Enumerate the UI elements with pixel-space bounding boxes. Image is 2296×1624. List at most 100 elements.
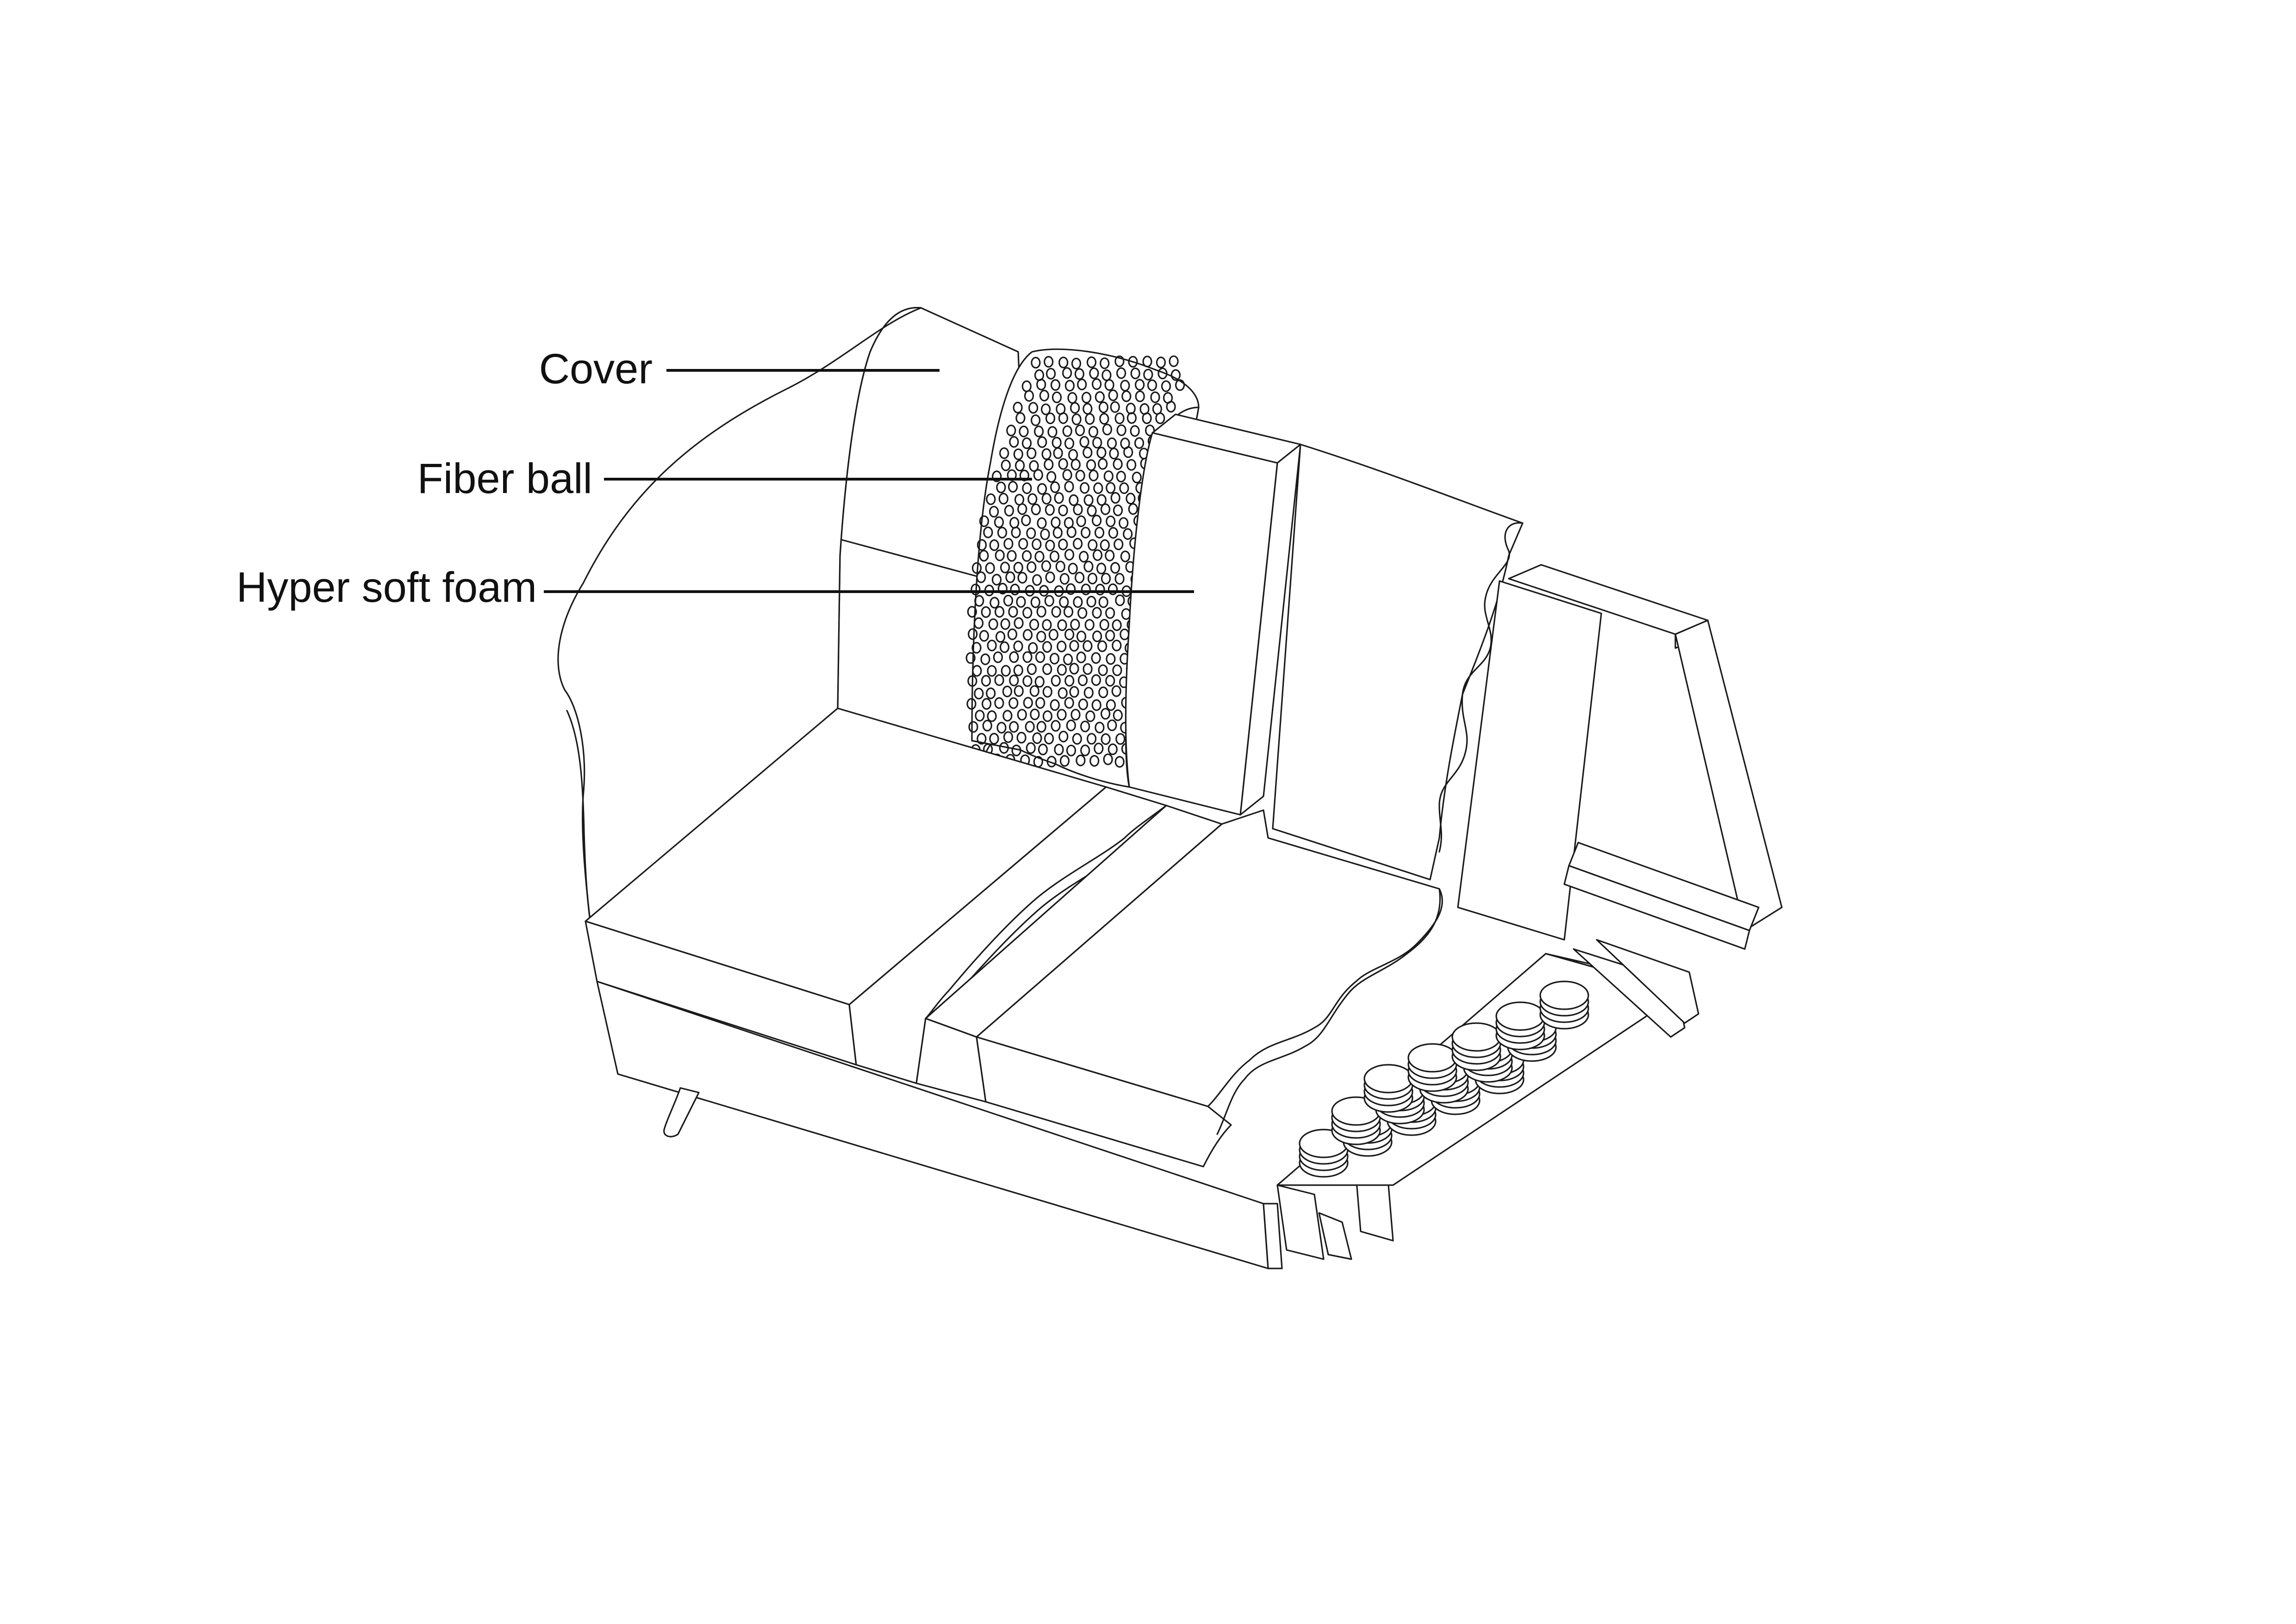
fiber-dot — [1085, 413, 1095, 425]
fiber-dot — [1089, 469, 1099, 481]
fiber-dot — [1111, 685, 1121, 697]
fiber-dot — [979, 550, 989, 562]
fiber-dot — [1015, 459, 1025, 472]
fiber-dot — [1031, 414, 1041, 426]
fiber-dot — [1112, 619, 1122, 631]
fiber-dot — [1050, 481, 1060, 493]
fiber-dot — [1091, 699, 1101, 711]
fiber-dot — [1086, 356, 1097, 369]
fiber-dot — [1041, 560, 1052, 572]
fiber-dot — [1105, 607, 1115, 619]
fiber-dot — [991, 574, 1002, 586]
fiber-dot — [1089, 755, 1100, 767]
fiber-dot — [989, 732, 999, 745]
fiber-dot — [994, 674, 1004, 686]
fiber-dot — [1066, 719, 1076, 731]
fiber-dot — [994, 516, 1004, 528]
fiber-dot — [996, 481, 1006, 493]
fiber-dot — [1083, 687, 1094, 699]
fiber-dot — [1062, 367, 1072, 379]
fiber-dot — [1110, 401, 1120, 413]
fiber-dot — [1036, 631, 1046, 643]
fiber-dot — [1103, 470, 1114, 482]
fiber-dot — [1076, 651, 1086, 663]
fiber-dot — [1087, 573, 1098, 585]
fiber-dot — [1101, 733, 1111, 745]
fiber-dot — [1080, 744, 1090, 756]
fiber-dot — [1053, 447, 1063, 459]
fiber-dot — [967, 675, 977, 687]
fiber-dot — [1108, 743, 1118, 756]
fiber-dot — [1076, 515, 1086, 527]
fiber-dot — [1115, 594, 1125, 606]
fiber-dot — [1039, 389, 1049, 402]
fiber-dot — [1100, 357, 1110, 369]
fiber-dot — [1076, 754, 1086, 767]
fiber-dot — [1026, 527, 1036, 539]
fiber-dot — [1076, 631, 1087, 643]
fiber-dot — [1032, 574, 1042, 586]
fiber-dot — [1048, 629, 1058, 641]
spring-coil — [1451, 1022, 1501, 1052]
fiber-dot — [1077, 607, 1088, 619]
fiber-dot — [1123, 528, 1133, 540]
fiber-dot — [1034, 550, 1045, 563]
fiber-dot — [1075, 469, 1085, 482]
fiber-dot — [1042, 641, 1052, 653]
fiber-dot — [1102, 424, 1112, 436]
fiber-dot — [1008, 606, 1018, 618]
fiber-dot — [977, 733, 987, 745]
fiber-dot — [1066, 583, 1076, 595]
fiber-dot — [1105, 550, 1115, 562]
fiber-dot — [1058, 412, 1068, 424]
fiber-dot — [1026, 742, 1036, 754]
fiber-dot — [1059, 573, 1070, 585]
fiber-dot — [1003, 731, 1014, 743]
fiber-dot — [1032, 538, 1042, 550]
fiber-dot — [1058, 458, 1068, 470]
fiber-dot — [1011, 744, 1021, 756]
fiber-dot — [1036, 606, 1046, 618]
fiber-dot — [1073, 537, 1083, 550]
fiber-dot — [968, 628, 978, 640]
fiber-dot — [979, 515, 989, 527]
fiber-dot — [1057, 640, 1067, 653]
fiber-dot — [982, 719, 992, 732]
fiber-dot — [1036, 721, 1046, 733]
fiber-dot — [996, 722, 1007, 734]
fiber-dot — [967, 606, 977, 618]
spring-coil — [1363, 1064, 1413, 1093]
fiber-dot — [1069, 686, 1079, 698]
fiber-dot — [1006, 425, 1016, 437]
fiber-dot — [968, 721, 978, 733]
fiber-dot — [1064, 675, 1075, 687]
fiber-dot — [1052, 391, 1062, 403]
fiber-dot — [1046, 368, 1056, 380]
fiber-dot — [1088, 426, 1098, 438]
fiber-dot — [1077, 674, 1088, 687]
fiber-dot — [1080, 720, 1090, 732]
fiber-dot — [1070, 402, 1080, 414]
fiber-dot — [1015, 412, 1026, 424]
fiber-dot — [1058, 504, 1068, 517]
fiber-dot — [1087, 505, 1097, 517]
fiber-dot — [1008, 697, 1019, 709]
fiber-dot — [1104, 379, 1114, 391]
fiber-dot — [1044, 458, 1054, 471]
fiber-dot — [1155, 412, 1165, 425]
spring-coil — [1539, 981, 1589, 1010]
fiber-dot — [989, 539, 999, 551]
fiber-dot — [1045, 504, 1055, 516]
fiber-dot — [1106, 515, 1116, 527]
fiber-dot — [1088, 539, 1098, 551]
fiber-dot — [1029, 685, 1039, 697]
fiber-dot — [1042, 663, 1052, 675]
fiber-dot — [1083, 561, 1094, 573]
label-hyper-soft-foam-text: Hyper soft foam — [236, 564, 537, 611]
fiber-dot — [1007, 550, 1017, 562]
fiber-dot — [1001, 459, 1011, 471]
fiber-dot — [1032, 732, 1042, 744]
fiber-dot — [1058, 731, 1069, 743]
fiber-dot — [1004, 505, 1014, 517]
fiber-dot — [1126, 493, 1136, 505]
